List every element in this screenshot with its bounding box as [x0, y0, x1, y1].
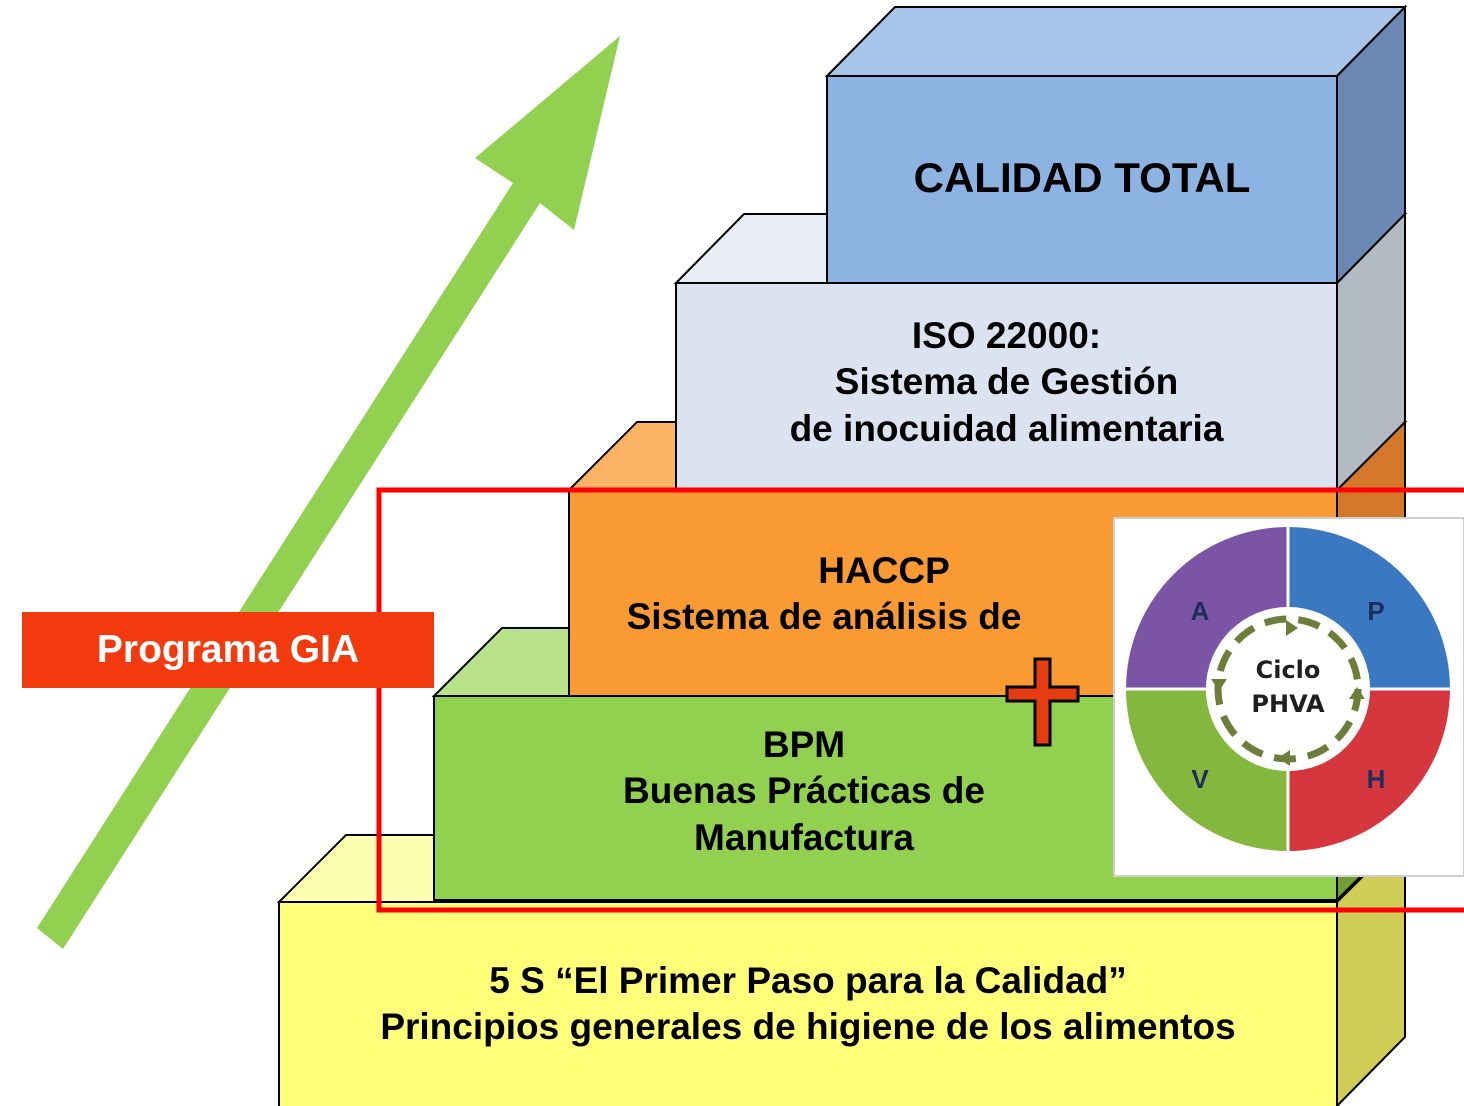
highlight-frame: [376, 487, 1464, 913]
iso-line-2: Sistema de Gestión: [834, 361, 1179, 403]
cycle-quadrant-h: [1288, 689, 1450, 851]
phva-cycle-image: A P H V Ciclo PHVA: [1113, 517, 1464, 877]
cycle-letter-h: H: [1367, 764, 1386, 794]
cycle-letter-a: A: [1191, 596, 1210, 626]
block-calidad-total: [824, 4, 1408, 286]
cycle-center-line-1: Ciclo: [1256, 656, 1321, 684]
haccp-line-2: Sistema de análisis de: [626, 596, 1022, 638]
cycle-quadrant-v: [1126, 689, 1288, 851]
label-bpm: BPM Buenas Prácticas de Manufactura: [434, 722, 1174, 861]
label-haccp: HACCP Sistema de análisis de: [569, 548, 1199, 641]
five-s-line-1: 5 S “El Primer Paso para la Calidad”: [489, 960, 1127, 1001]
growth-arrow: [37, 36, 620, 949]
label-iso: ISO 22000: Sistema de Gestión de inocuid…: [676, 313, 1337, 452]
cycle-letter-p: P: [1367, 596, 1384, 626]
cycle-letter-v: V: [1191, 764, 1209, 794]
plus-icon: [1005, 657, 1080, 747]
program-gia-label: Programa GIA: [22, 612, 434, 688]
bpm-line-1: BPM: [762, 724, 846, 765]
five-s-line-2: Principios generales de higiene de los a…: [380, 1006, 1236, 1048]
bpm-line-3: Manufactura: [694, 816, 914, 858]
cycle-quadrant-a: [1126, 527, 1288, 689]
cycle-quadrant-p: [1288, 527, 1450, 689]
haccp-line-1: HACCP: [818, 550, 950, 591]
bpm-line-2: Buenas Prácticas de: [623, 770, 985, 812]
iso-line-1: ISO 22000:: [911, 315, 1102, 356]
label-five-s: 5 S “El Primer Paso para la Calidad” Pri…: [279, 958, 1337, 1051]
label-calidad-total: CALIDAD TOTAL: [913, 154, 1251, 201]
cycle-center-line-2: PHVA: [1251, 690, 1325, 718]
iso-line-3: de inocuidad alimentaria: [789, 407, 1224, 449]
